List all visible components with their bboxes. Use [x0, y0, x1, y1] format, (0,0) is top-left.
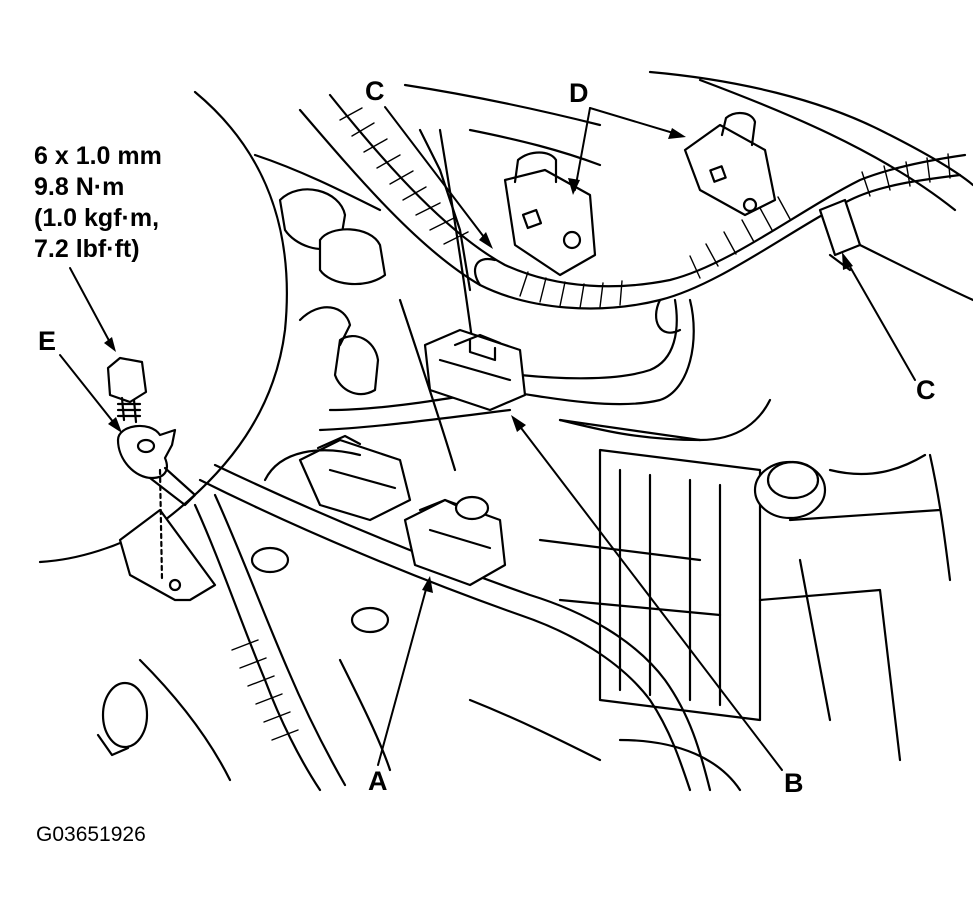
leader-lines: [59, 106, 916, 771]
callout-c-right: C: [916, 375, 936, 405]
bracket-d-left: [503, 151, 597, 277]
upper-wire-harness: [298, 93, 967, 334]
torque-lbfft-label: 7.2 lbf·ft): [34, 235, 140, 263]
leader-arrowheads: [104, 128, 853, 593]
ground-bracket: [118, 468, 217, 602]
callout-b: B: [784, 768, 804, 798]
transmission-case: [138, 418, 942, 792]
bracket-d-right: [683, 112, 777, 217]
leader-c-left: [384, 106, 491, 246]
callout-d: D: [569, 78, 589, 108]
torque-spec: 6 x 1.0 mm 9.8 N·m (1.0 kgf·m, 7.2 lbf·f…: [34, 141, 162, 265]
callout-e: E: [38, 326, 57, 356]
callout-a: A: [368, 766, 388, 796]
leader-c-right: [844, 257, 916, 381]
engine-housing: [38, 70, 973, 582]
figure-code: G03651926: [36, 823, 146, 846]
clamp-c-right: [818, 198, 862, 272]
leader-d-to-left: [574, 107, 591, 191]
lower-wire-harness: [198, 298, 772, 792]
ground-bolt: [106, 356, 148, 424]
mounting-studs: [96, 188, 827, 757]
bolt-size-label: 6 x 1.0 mm: [34, 142, 162, 170]
torque-nm-label: 9.8 N·m: [34, 173, 125, 201]
leader-e: [59, 354, 119, 429]
torque-kgfm-label: (1.0 kgf·m,: [34, 204, 160, 232]
leader-d-to-right: [589, 107, 681, 136]
leader-torque: [69, 267, 114, 349]
callout-c-left: C: [365, 76, 385, 106]
leader-b: [514, 419, 783, 771]
connector-b: [423, 328, 527, 412]
ground-eyelet: [116, 424, 197, 507]
connector-a: [263, 434, 507, 587]
ground-cable: [193, 493, 347, 792]
leader-a: [377, 581, 429, 766]
